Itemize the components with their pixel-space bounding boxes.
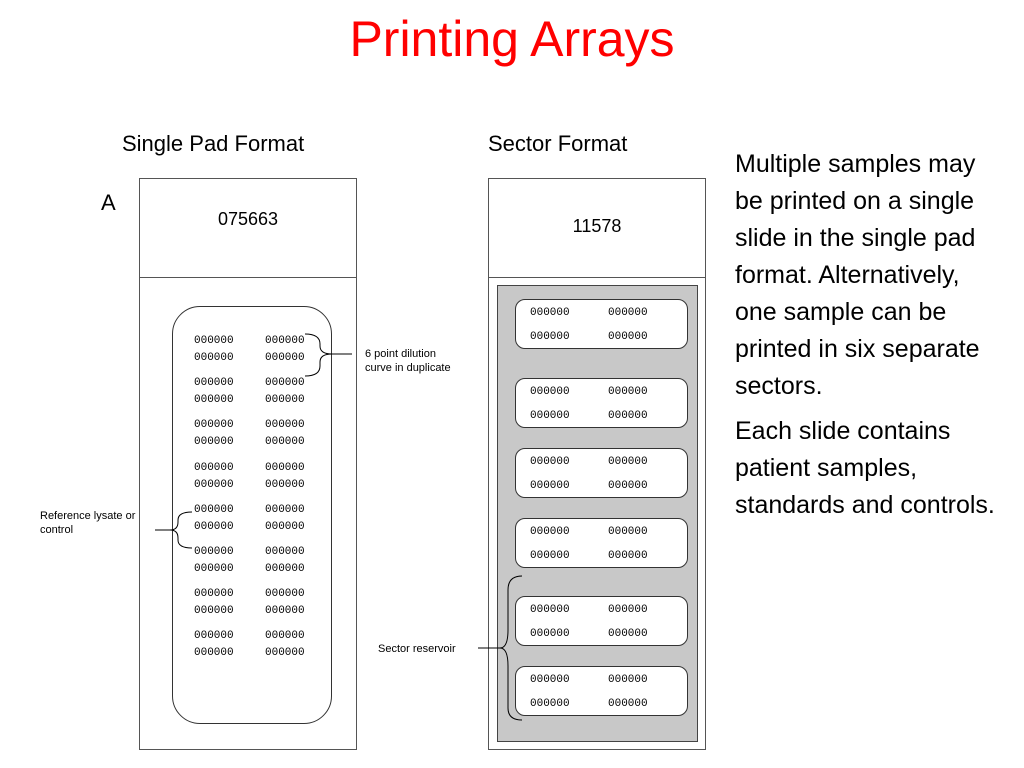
single-pad-spot: 000000 [265,394,305,407]
sector-spot: 000000 [530,674,570,686]
reference-bracket [169,511,193,549]
sector-spot: 000000 [530,480,570,492]
sector-spot: 000000 [608,674,648,686]
sector-5 [515,596,688,646]
single-pad-spot: 000000 [194,352,234,364]
sector-spot: 000000 [608,604,648,616]
sector-spot: 000000 [530,698,570,710]
sector-2 [515,378,688,428]
single-pad-spot: 000000 [194,461,234,474]
sector-spot: 000000 [608,550,648,562]
sector-spot: 000000 [530,628,570,640]
single-pad-spot: 000000 [194,546,234,558]
single-pad-spot: 000000 [194,335,234,347]
sector-spot: 000000 [530,410,570,422]
single-pad-spot: 000000 [194,394,234,407]
sector-spot: 000000 [608,480,648,492]
single-pad-spot: 000000 [265,605,305,618]
single-pad-spot: 000000 [265,647,305,660]
single-pad-spot: 000000 [265,352,305,364]
sector-3 [515,448,688,498]
single-pad-spot: 000000 [265,630,305,643]
single-pad-spot: 000000 [194,419,234,432]
sector-label-divider [488,277,706,278]
sector-spot: 000000 [608,698,648,710]
single-pad-spot: 000000 [265,377,305,390]
sector-spot: 000000 [608,410,648,422]
sector-slide-id: 11578 [572,216,622,236]
single-pad-spot: 000000 [265,588,305,601]
sector-spot: 000000 [608,628,648,640]
single-pad-spot: 000000 [265,478,305,491]
slide-title: Printing Arrays [349,11,675,67]
single-pad-slide-id: 075663 [217,209,279,229]
single-pad-spot: 000000 [194,478,234,491]
single-pad-label-divider [139,277,357,278]
single-pad-spot: 000000 [194,588,234,601]
single-pad-format-label: Single Pad Format [122,131,305,156]
dilution-bracket [304,333,333,377]
sector-spot: 000000 [608,456,648,468]
sector-6 [515,666,688,716]
single-pad-spot: 000000 [194,563,234,575]
reference-annotation: Reference lysate or control [40,510,136,536]
description-paragraph-2: Each slide contains patient samples, sta… [735,417,995,519]
sector-spot: 000000 [530,526,570,538]
single-pad-spot: 000000 [265,461,305,474]
sector-reservoir-area [497,285,698,742]
single-pad-spot: 000000 [194,605,234,618]
sector-spot: 000000 [530,550,570,562]
sector-spot: 000000 [530,386,570,398]
single-pad-spot: 000000 [194,377,234,390]
sector-reservoir-bracket [499,575,523,721]
sector-spot: 000000 [608,386,648,398]
sector-spot: 000000 [530,307,570,319]
sector-spot: 000000 [608,307,648,319]
sector-1 [515,299,688,349]
single-pad-spot: 000000 [194,647,234,660]
sector-spot: 000000 [608,526,648,538]
dilution-annotation: 6 point dilution curve in duplicate [365,348,451,374]
single-pad-spot: 000000 [194,520,234,533]
single-pad-spot: 000000 [265,503,305,516]
single-pad-spot: 000000 [194,436,234,449]
single-pad-spot: 000000 [194,503,234,516]
single-pad-spot: 000000 [265,563,305,575]
sector-format-label: Sector Format [488,131,628,156]
single-pad-spot: 000000 [265,436,305,449]
sector-spot: 000000 [530,456,570,468]
single-pad-spot: 000000 [265,546,305,558]
sector-spot: 000000 [608,331,648,343]
sector-spot: 000000 [530,604,570,616]
single-pad-spot: 000000 [265,419,305,432]
panel-letter: A [101,190,116,215]
description-paragraph-1: Multiple samples may be printed on a sin… [735,150,980,400]
description: Multiple samples may be printed on a sin… [735,146,1005,532]
sector-reservoir-annotation: Sector reservoir [378,643,456,655]
single-pad-spot: 000000 [265,520,305,533]
sector-spot: 000000 [530,331,570,343]
single-pad-spot: 000000 [265,335,305,347]
sector-4 [515,518,688,568]
single-pad-spot: 000000 [194,630,234,643]
